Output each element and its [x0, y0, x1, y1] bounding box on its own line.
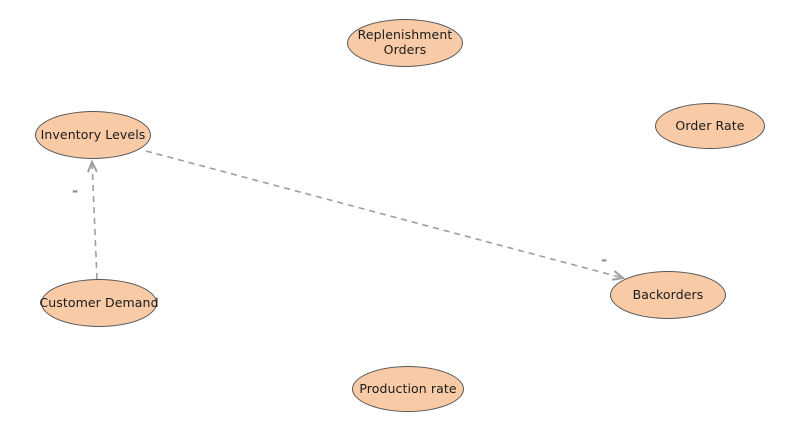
node-inventory-levels[interactable]: Inventory Levels: [35, 111, 151, 159]
edge-polarity-label-inventory-levels-to-backorders: -: [601, 251, 608, 269]
node-label: Order Rate: [675, 117, 745, 133]
node-backorders[interactable]: Backorders: [610, 271, 726, 319]
node-label: Customer Demand: [39, 294, 159, 310]
arrowhead-customer-demand-to-inventory-levels: [87, 159, 98, 173]
node-label: Backorders: [632, 286, 704, 302]
node-customer-demand[interactable]: Customer Demand: [39, 279, 159, 327]
arrowhead-inventory-levels-to-backorders: [611, 270, 626, 281]
edge-line-inventory-levels-to-backorders: [145, 150, 624, 279]
node-order-rate[interactable]: Order Rate: [655, 103, 765, 149]
node-production-rate[interactable]: Production rate: [352, 366, 464, 412]
node-label: Replenishment Orders: [357, 27, 453, 57]
node-label: Production rate: [359, 380, 457, 396]
edge-polarity-label-customer-demand-to-inventory-levels: -: [72, 182, 79, 200]
node-replenishment-orders[interactable]: Replenishment Orders: [347, 19, 463, 67]
edges-group: [87, 150, 626, 281]
edge-line-customer-demand-to-inventory-levels: [91, 161, 98, 280]
node-label: Inventory Levels: [40, 126, 146, 142]
